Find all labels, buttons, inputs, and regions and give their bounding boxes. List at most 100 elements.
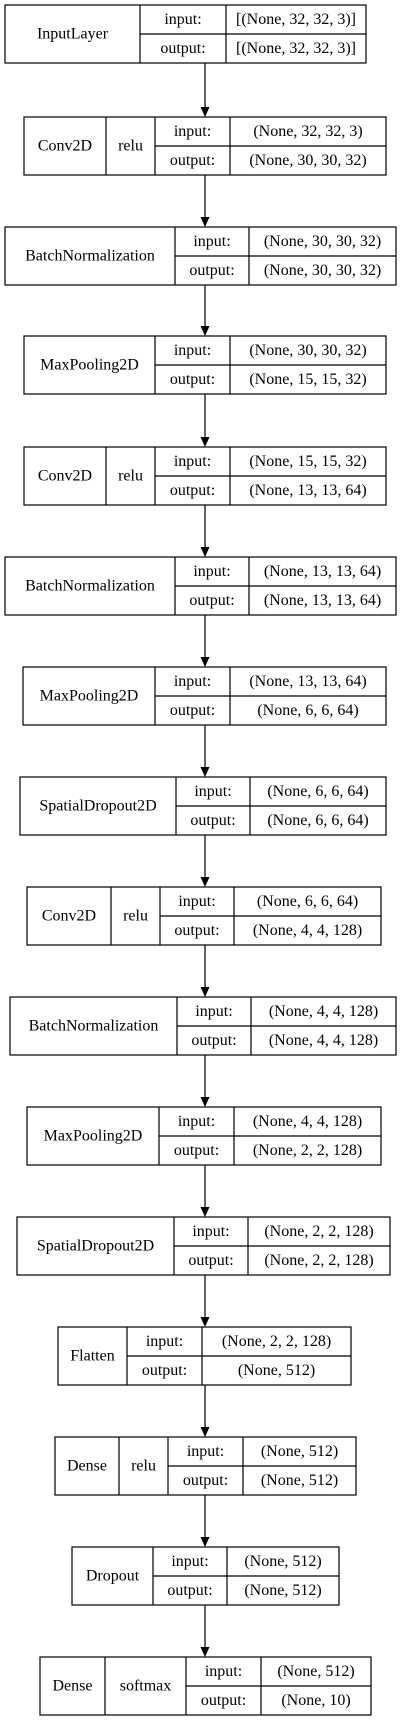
layer-node: MaxPooling2D input: output: (None, 30, 30, …	[23, 335, 387, 395]
output-label: output:	[160, 40, 205, 57]
input-label: input:	[174, 453, 211, 470]
output-label: output:	[188, 1252, 233, 1269]
layer-node: BatchNormalization input: output: (None, 30…	[4, 226, 397, 286]
input-label: input:	[205, 1663, 242, 1680]
input-label: input:	[178, 1113, 215, 1130]
output-label: output:	[170, 371, 215, 388]
output-shape: (None, 30, 30, 32)	[249, 152, 366, 169]
output-shape: (None, 2, 2, 128)	[264, 1252, 373, 1269]
output-shape: (None, 4, 4, 128)	[253, 922, 362, 939]
input-shape: (None, 13, 13, 64)	[249, 673, 366, 690]
output-shape: [(None, 32, 32, 3)]	[236, 40, 356, 57]
edge-arrow	[200, 1495, 210, 1547]
input-shape: (None, 512)	[244, 1553, 321, 1570]
layer-name: Conv2D	[42, 908, 96, 925]
edge-arrow	[200, 1055, 210, 1107]
output-label: output:	[167, 1582, 212, 1599]
input-label: input:	[174, 342, 211, 359]
output-label: output:	[191, 1032, 236, 1049]
input-shape: (None, 13, 13, 64)	[264, 563, 381, 580]
output-shape: (None, 2, 2, 128)	[253, 1142, 362, 1159]
output-shape: (None, 4, 4, 128)	[269, 1032, 378, 1049]
edge-arrow	[200, 505, 210, 557]
input-shape: (None, 30, 30, 32)	[249, 342, 366, 359]
output-label: output:	[174, 922, 219, 939]
output-shape: (None, 6, 6, 64)	[257, 702, 358, 719]
input-shape: (None, 2, 2, 128)	[222, 1333, 331, 1350]
edge-arrow	[200, 63, 210, 117]
input-shape: (None, 6, 6, 64)	[257, 893, 358, 910]
output-label: output:	[174, 1142, 219, 1159]
edge-arrow	[200, 1275, 210, 1327]
output-shape: (None, 30, 30, 32)	[264, 262, 381, 279]
input-label: input:	[146, 1333, 183, 1350]
output-shape: (None, 512)	[244, 1582, 321, 1599]
layer-node: InputLayer input: output: [(None, 32, 32, 3…	[4, 4, 367, 64]
output-label: output:	[170, 482, 215, 499]
layer-name: Dense	[53, 1678, 93, 1695]
input-shape: (None, 4, 4, 128)	[269, 1003, 378, 1020]
output-shape: (None, 13, 13, 64)	[264, 592, 381, 609]
edge-arrow	[200, 394, 210, 447]
input-shape: (None, 512)	[261, 1443, 338, 1460]
edge-arrow	[200, 835, 210, 887]
input-label: input:	[187, 1443, 224, 1460]
layer-name: InputLayer	[37, 26, 109, 43]
layer-name: MaxPooling2D	[40, 357, 139, 374]
layer-name: SpatialDropout2D	[39, 798, 156, 815]
input-label: input:	[171, 1553, 208, 1570]
input-shape: (None, 512)	[277, 1663, 354, 1680]
layer-node: SpatialDropout2D input: output: (None, 6, 6…	[19, 776, 387, 836]
output-shape: (None, 512)	[261, 1472, 338, 1489]
edge-arrow	[200, 1605, 210, 1657]
layer-activation: relu	[123, 908, 148, 925]
layer-name: MaxPooling2D	[40, 688, 139, 705]
edge-arrow	[200, 285, 210, 336]
input-label: input:	[178, 893, 215, 910]
layer-name: BatchNormalization	[25, 248, 155, 265]
edge-arrow	[200, 175, 210, 227]
layer-name: MaxPooling2D	[44, 1128, 143, 1145]
input-shape: (None, 2, 2, 128)	[264, 1223, 373, 1240]
layer-name: Conv2D	[38, 468, 92, 485]
input-label: input:	[193, 233, 230, 250]
layer-activation: softmax	[120, 1678, 172, 1695]
layer-name: Flatten	[70, 1348, 114, 1365]
output-label: output:	[183, 1472, 228, 1489]
layer-name: BatchNormalization	[29, 1018, 159, 1035]
layer-name: Conv2D	[38, 138, 92, 155]
input-label: input:	[164, 11, 201, 28]
input-shape: [(None, 32, 32, 3)]	[236, 11, 356, 28]
output-label: output:	[190, 812, 235, 829]
output-label: output:	[170, 152, 215, 169]
layer-node: Dropout input: output: (None, 512) (None, 51…	[71, 1546, 340, 1606]
edge-arrow	[200, 945, 210, 997]
input-shape: (None, 32, 32, 3)	[253, 123, 362, 140]
output-shape: (None, 512)	[238, 1362, 315, 1379]
edge-arrow	[200, 1165, 210, 1217]
input-shape: (None, 15, 15, 32)	[249, 453, 366, 470]
edge-arrow	[200, 615, 210, 667]
edge-arrow	[200, 1385, 210, 1437]
input-label: input:	[174, 123, 211, 140]
layer-name: Dropout	[86, 1568, 140, 1585]
input-shape: (None, 4, 4, 128)	[253, 1113, 362, 1130]
output-label: output:	[189, 592, 234, 609]
layer-activation: relu	[131, 1458, 156, 1475]
input-shape: (None, 6, 6, 64)	[267, 783, 368, 800]
output-label: output:	[189, 262, 234, 279]
input-label: input:	[192, 1223, 229, 1240]
input-shape: (None, 30, 30, 32)	[264, 233, 381, 250]
output-shape: (None, 10)	[281, 1692, 350, 1709]
input-label: input:	[194, 783, 231, 800]
output-shape: (None, 6, 6, 64)	[267, 812, 368, 829]
